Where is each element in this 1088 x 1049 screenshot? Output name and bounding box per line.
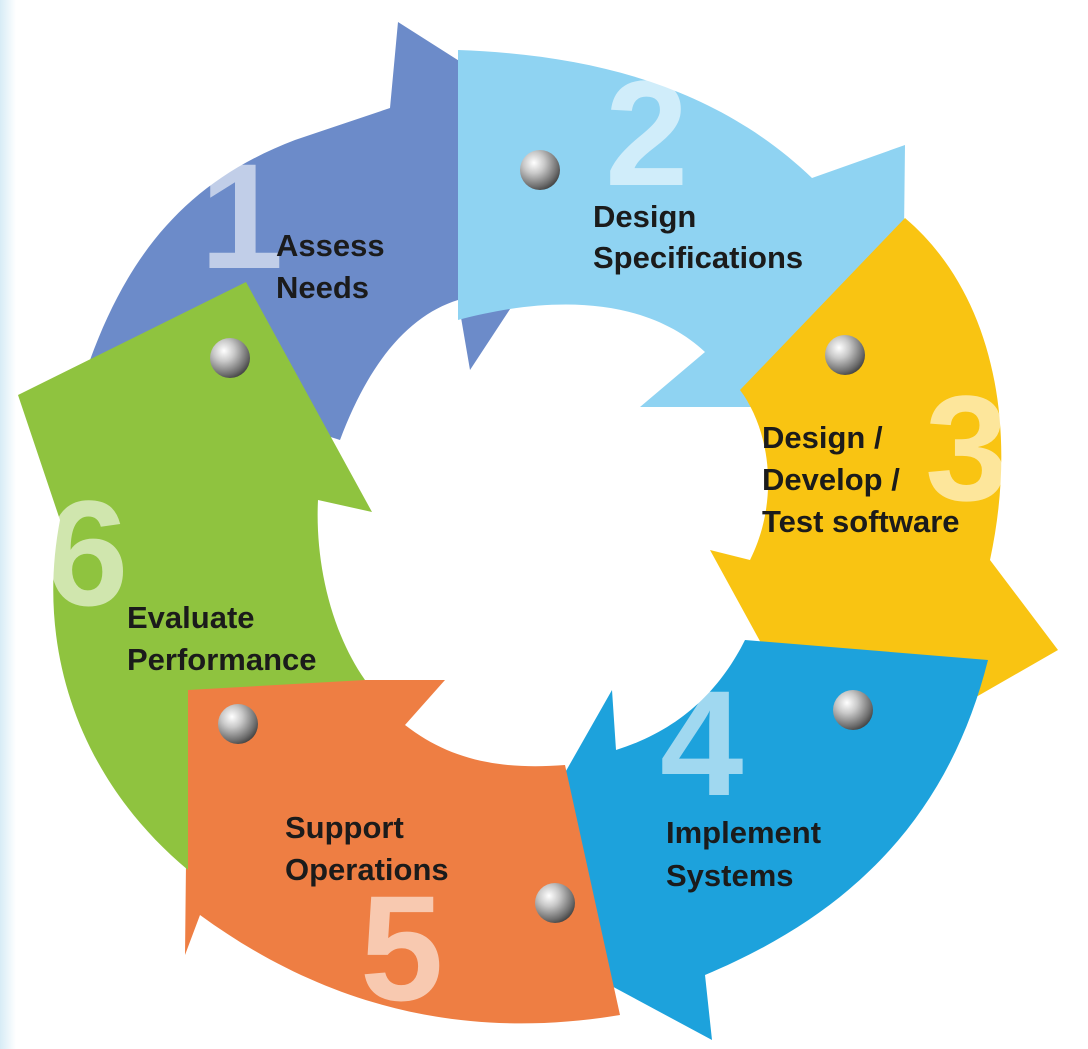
step-label-3-line2: Develop /: [762, 462, 900, 497]
step-number-4: 4: [660, 659, 743, 827]
step-label-4-line2: Systems: [666, 858, 794, 893]
step-number-2: 2: [605, 49, 688, 217]
connector-ball: [535, 883, 575, 923]
step-label-1-line1: Assess: [276, 228, 385, 263]
step-label-3-line3: Test software: [762, 504, 960, 539]
step-label-6-line2: Performance: [127, 642, 317, 677]
arrow-2: [458, 50, 905, 407]
step-label-2-line1: Design: [593, 199, 696, 234]
connector-ball: [520, 150, 560, 190]
left-edge-shading: [0, 0, 16, 1049]
step-label-2-line2: Specifications: [593, 240, 803, 275]
step-label-5-line1: Support: [285, 810, 404, 845]
arrow-5: [185, 680, 620, 1024]
arrow-4: [483, 640, 988, 1040]
arrow-6: [18, 282, 372, 870]
step-number-1: 1: [200, 132, 283, 300]
step-label-1-line2: Needs: [276, 270, 369, 305]
arrow-3: [710, 218, 1058, 778]
step-label-5-line2: Operations: [285, 852, 449, 887]
step-label-3-line1: Design /: [762, 420, 883, 455]
connector-ball: [210, 338, 250, 378]
connector-ball: [833, 690, 873, 730]
step-number-5: 5: [360, 864, 443, 1032]
connector-ball: [825, 335, 865, 375]
step-label-6-line1: Evaluate: [127, 600, 255, 635]
step-number-6: 6: [45, 469, 128, 637]
step-number-3: 3: [925, 364, 1008, 532]
connector-ball: [218, 704, 258, 744]
step-label-4-line1: Implement: [666, 815, 821, 850]
